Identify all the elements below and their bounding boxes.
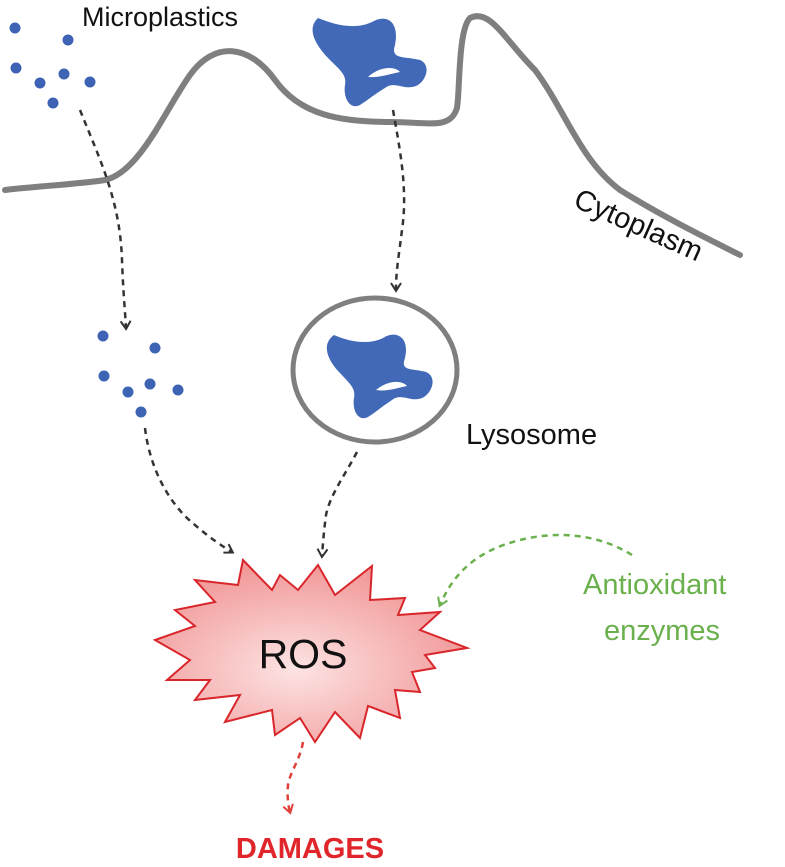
- label-ros: ROS: [259, 631, 348, 677]
- cell-membrane: [2, 13, 743, 258]
- label-antioxidant-line2: enzymes: [604, 615, 720, 647]
- arrow-antioxidant-to-ros: [437, 533, 633, 608]
- fragment-notch: [368, 67, 400, 78]
- arrow-particles-inward: [78, 109, 132, 331]
- lysosome-fragment-notch: [376, 381, 407, 391]
- arrow-fragment-to-lysosome: [390, 109, 406, 293]
- microplastic-fragment-outside: [312, 18, 427, 107]
- ros-burst: [152, 557, 471, 744]
- arrow-particles-to-ros: [143, 427, 235, 554]
- label-antioxidant-line1: Antioxidant: [583, 569, 727, 601]
- arrow-lysosome-to-ros: [316, 451, 359, 559]
- label-damages: DAMAGES: [236, 833, 384, 865]
- label-microplastics: Microplastics: [82, 2, 238, 32]
- microplastic-particles-outside: [9, 22, 96, 109]
- microplastic-fragment-in-lysosome: [326, 334, 433, 419]
- label-lysosome: Lysosome: [466, 419, 597, 451]
- microplastic-particles-inside: [97, 330, 184, 418]
- arrow-ros-to-damages: [282, 741, 305, 815]
